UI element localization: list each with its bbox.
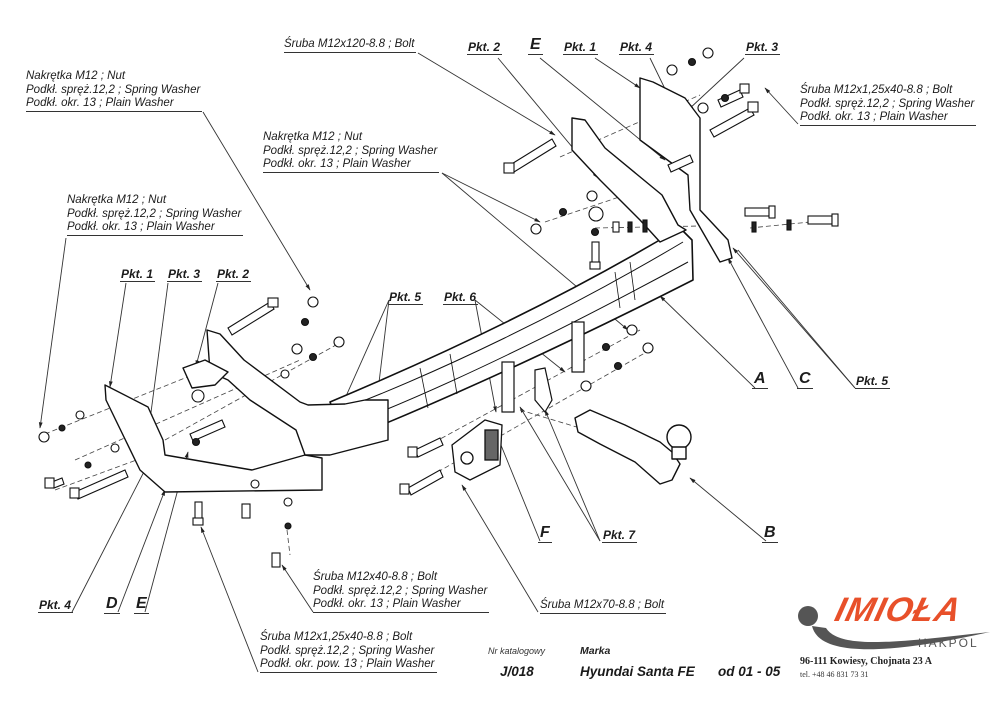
mounting-lugs [501,321,585,414]
part-letter-b: B [762,524,778,543]
leader-left-pkt3 [148,282,169,421]
leader-nut-left-lower [38,237,67,429]
make-label: Marka [580,645,611,657]
point-label-top-pkt3: Pkt. 3 [745,40,781,55]
point-label-mid-pkt5: Pkt. 5 [388,290,424,305]
callout-text: Nakrętka M12 ; Nut [263,131,363,143]
point-label-left-pkt3: Pkt. 3 [167,267,203,282]
callout-text: Nakrętka M12 ; Nut [26,70,126,82]
callout-text: Podkł. okr. 13 ; Plain Washer [26,97,174,109]
leader-bolt-m12x70 [461,484,539,613]
leader-nut-left-upper [202,111,311,291]
fasteners [38,47,839,568]
socket-plate-f [451,419,503,481]
leader-top-pkt1 [594,57,641,89]
callout-nut-center: Nakrętka M12 ; Nut Podkł. spręż.12,2 ; S… [263,131,440,173]
logo-swoosh-icon [798,606,990,650]
leader-bolt-bottom-mid [281,564,314,613]
part-letter-bottom-e: E [134,595,149,614]
callout-bolt-top: Śruba M12x120-8.8 ; Bolt [284,38,417,53]
ball-hitch-b [574,409,692,485]
point-label-bottom-pkt7: Pkt. 7 [602,528,638,543]
callout-bolt-bottom-mid: Śruba M12x40-8.8 ; Bolt Podkł. spręż.12,… [313,571,490,613]
callout-bolt-m12x70: Śruba M12x70-8.8 ; Bolt [540,599,667,614]
catalog-number-label: Nr katalogowy [488,646,546,656]
company-phone: tel. +48 46 831 73 31 [800,670,869,679]
leader-top-pkt3 [687,57,745,111]
part-letter-c: C [797,370,813,389]
point-label-top-pkt2: Pkt. 2 [467,40,503,55]
company-logo-text: IMIOŁA [831,591,966,629]
part-letter-top-e: E [528,36,543,55]
leader-bolt-top [417,52,556,136]
callout-text: Podkł. okr. pow. 13 ; Plain Washer [260,658,435,670]
company-logo-subtitle: HAKPOL [918,636,979,650]
callout-nut-left-upper: Nakrętka M12 ; Nut Podkł. spręż.12,2 ; S… [26,70,203,112]
callout-text: Podkł. spręż.12,2 ; Spring Washer [260,644,435,657]
catalog-number-value: J/018 [500,664,534,679]
callout-bolt-right: Śruba M12x1,25x40-8.8 ; Bolt Podkł. sprę… [800,84,977,126]
leader-f [493,427,541,542]
leader-pkt7-1 [519,406,601,542]
callout-text: Podkł. okr. 13 ; Plain Washer [263,158,411,170]
callout-text: Podkł. spręż.12,2 ; Spring Washer [67,207,242,220]
leader-nut-center-1 [441,172,541,223]
point-label-mid-pkt6: Pkt. 6 [443,290,479,305]
callout-text: Śruba M12x40-8.8 ; Bolt [313,571,438,583]
callout-nut-left-lower: Nakrętka M12 ; Nut Podkł. spręż.12,2 ; S… [67,194,244,236]
leader-b [689,477,767,542]
point-label-left-pkt2: Pkt. 2 [216,267,252,282]
leader-bolt-bottom-left [200,526,259,673]
callout-text: Podkł. spręż.12,2 ; Spring Washer [313,584,488,597]
make-value: Hyundai Santa FE [580,664,695,679]
point-label-top-pkt4: Pkt. 4 [619,40,655,55]
callout-text: Śruba M12x120-8.8 ; Bolt [284,38,415,50]
point-label-right-pkt5: Pkt. 5 [855,374,891,389]
callout-text: Śruba M12x1,25x40-8.8 ; Bolt [800,84,953,96]
callout-text: Śruba M12x70-8.8 ; Bolt [540,599,665,611]
callout-text: Podkł. spręż.12,2 ; Spring Washer [26,83,201,96]
leader-d [117,489,166,613]
callout-text: Śruba M12x1,25x40-8.8 ; Bolt [260,631,413,643]
point-label-left-pkt1: Pkt. 1 [120,267,156,282]
part-letter-d: D [104,595,120,614]
right-bracket [571,77,733,263]
leader-pkt7-2 [544,409,601,542]
model-years: od 01 - 05 [718,664,781,679]
left-bracket [104,329,389,493]
leader-bolt-right [764,87,799,125]
leader-c [727,257,799,389]
company-address: 96-111 Kowiesy, Chojnata 23 A [800,656,932,667]
leader-left-pkt2 [195,282,219,367]
callout-text: Podkł. spręż.12,2 ; Spring Washer [800,97,975,110]
part-letter-f: F [538,524,552,543]
leader-bottom-pkt4 [71,459,151,613]
leader-right-pkt5-2 [737,249,856,389]
leader-a [659,295,756,389]
callout-text: Podkł. okr. 13 ; Plain Washer [67,221,215,233]
callout-text: Podkł. okr. 13 ; Plain Washer [313,598,461,610]
point-label-top-pkt1: Pkt. 1 [563,40,599,55]
part-letter-a: A [752,370,768,389]
leader-left-pkt1 [108,282,127,388]
callout-text: Nakrętka M12 ; Nut [67,194,167,206]
callout-text: Podkł. okr. 13 ; Plain Washer [800,111,948,123]
callout-bolt-bottom-left: Śruba M12x1,25x40-8.8 ; Bolt Podkł. sprę… [260,631,437,673]
callout-text: Podkł. spręż.12,2 ; Spring Washer [263,144,438,157]
point-label-bottom-pkt4: Pkt. 4 [38,598,74,613]
